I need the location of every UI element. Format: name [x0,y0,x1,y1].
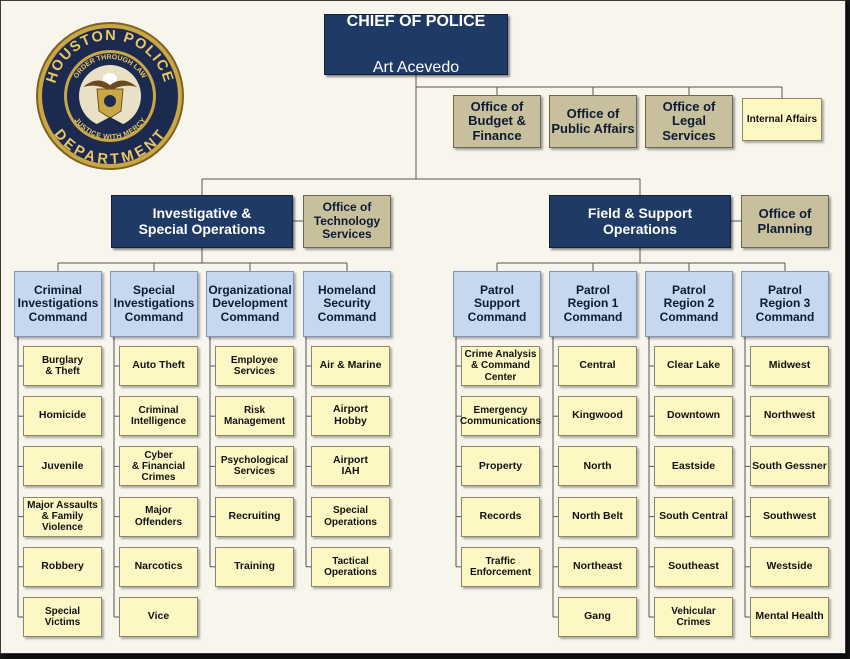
office-legal-services: Office of Legal Services [645,95,733,148]
chief-title: CHIEF OF POLICE [346,12,486,30]
unit-downtown: Downtown [654,396,733,437]
unit-psychological-services: Psychological Services [215,446,294,487]
unit-traffic-enforcement: Traffic Enforcement [461,546,540,587]
unit-north: North [558,446,637,487]
unit-clear-lake: Clear Lake [654,346,733,386]
unit-central: Central [558,346,637,386]
command-homeland-security-command: Homeland Security Command [303,271,391,337]
command-patrol-region-3-command: Patrol Region 3 Command [741,271,829,337]
unit-airport-hobby: Airport Hobby [311,396,390,437]
unit-gang: Gang [558,597,637,637]
unit-air-marine: Air & Marine [311,346,390,386]
unit-northeast: Northeast [558,546,637,587]
unit-airport-iah: Airport IAH [311,446,390,487]
command-patrol-region-1-command: Patrol Region 1 Command [549,271,637,337]
unit-records: Records [461,496,540,537]
unit-auto-theft: Auto Theft [119,346,198,386]
unit-southwest: Southwest [750,496,829,537]
unit-special-victims: Special Victims [23,597,102,637]
unit-mental-health: Mental Health [750,597,829,637]
unit-criminal-intelligence: Criminal Intelligence [119,396,198,437]
command-special-investigations-command: Special Investigations Command [110,271,198,337]
unit-major-assaults-family-violence: Major Assaults & Family Violence [23,496,102,537]
chief-name: Art Acevedo [372,59,460,77]
unit-vice: Vice [119,597,198,637]
office-planning: Office of Planning [741,195,829,248]
unit-emergency-communications: Emergency Communications [460,396,541,437]
unit-westside: Westside [750,546,829,587]
command-organizational-development-command: Organizational Development Command [206,271,294,337]
field-support-operations-box: Field & Support Operations [549,195,731,248]
command-patrol-region-2-command: Patrol Region 2 Command [645,271,733,337]
unit-juvenile: Juvenile [23,446,102,487]
unit-south-gessner: South Gessner [750,446,829,487]
command-criminal-investigations-command: Criminal Investigations Command [14,271,102,337]
unit-northwest: Northwest [750,396,829,437]
unit-southeast: Southeast [654,546,733,587]
unit-special-operations: Special Operations [311,496,390,537]
unit-homicide: Homicide [23,396,102,437]
chief-of-police-box: CHIEF OF POLICE Art Acevedo [324,13,508,76]
unit-major-offenders: Major Offenders [119,496,198,537]
internal-affairs-box: Internal Affairs [742,98,822,141]
unit-employee-services: Employee Services [215,346,294,386]
office-technology-services: Office of Technology Services [303,195,391,248]
unit-vehicular-crimes: Vehicular Crimes [654,597,733,637]
office-public-affairs: Office of Public Affairs [549,95,637,148]
unit-kingwood: Kingwood [558,396,637,437]
unit-robbery: Robbery [23,546,102,587]
unit-narcotics: Narcotics [119,546,198,587]
unit-north-belt: North Belt [558,496,637,537]
unit-eastside: Eastside [654,446,733,487]
unit-cyber-financial-crimes: Cyber & Financial Crimes [119,446,198,487]
unit-recruiting: Recruiting [215,496,294,537]
unit-property: Property [461,446,540,487]
unit-south-central: South Central [654,496,733,537]
unit-crime-analysis-command-center: Crime Analysis & Command Center [461,346,540,386]
investigative-special-operations-box: Investigative & Special Operations [111,195,293,248]
unit-burglary-theft: Burglary & Theft [23,346,102,386]
unit-training: Training [215,546,294,587]
office-budget-finance: Office of Budget & Finance [453,95,541,148]
unit-risk-management: Risk Management [215,396,294,437]
unit-midwest: Midwest [750,346,829,386]
unit-tactical-operations: Tactical Operations [311,546,390,587]
command-patrol-support-command: Patrol Support Command [453,271,541,337]
hpd-seal-logo: HOUSTON POLICE DEPARTMENT ORDER THROUGH … [36,22,184,170]
